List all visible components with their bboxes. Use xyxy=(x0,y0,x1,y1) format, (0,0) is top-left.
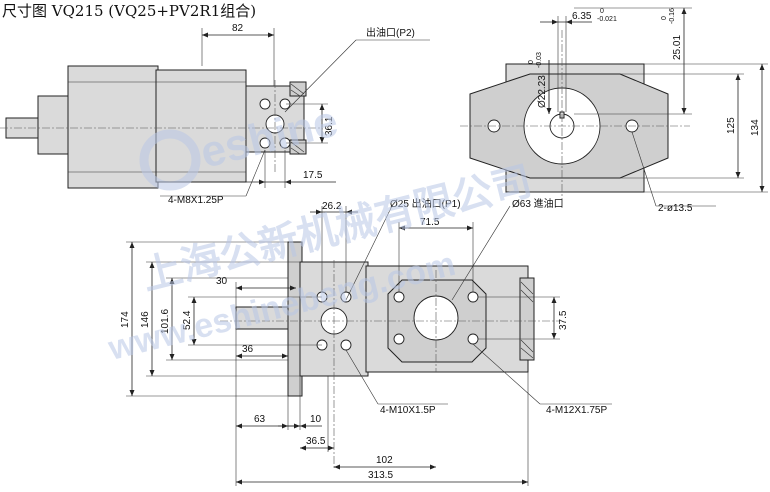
bolt-hole xyxy=(340,339,352,351)
dim-36-5: 36.5 xyxy=(306,436,326,447)
dim-52-4: 52.4 xyxy=(182,310,193,330)
dim-313-5: 313.5 xyxy=(368,470,393,481)
dim-10: 10 xyxy=(310,414,322,425)
bottom-endcap xyxy=(519,277,535,361)
label-bolt-m8: 4-M8X1.25P xyxy=(168,195,224,206)
bolt-hole xyxy=(259,98,271,110)
top-side-view: 82 36.1 17.5 出油口(P2) 4-M8X1.25P xyxy=(0,23,430,206)
dim-37-5: 37.5 xyxy=(558,310,569,330)
dim-25-01: 25.01 xyxy=(672,35,683,60)
dim-82: 82 xyxy=(232,23,244,34)
dim-125: 125 xyxy=(726,117,737,134)
shaft-collar xyxy=(37,95,71,155)
tol-25-01-lower: -0.16 xyxy=(669,8,676,24)
dim-6-35: 6.35 xyxy=(572,11,592,22)
label-holes-2: 2-ø13.5 xyxy=(658,203,693,214)
dim-101-6: 101.6 xyxy=(160,309,171,334)
watermark-logo-icon xyxy=(139,129,201,191)
label-inlet: Ø63 進油口 xyxy=(512,197,564,210)
bottom-plan-view: 174 146 101.6 52.4 30 36 26.2 xyxy=(120,197,612,486)
bolt-hole xyxy=(393,333,405,345)
tol-22-23-lower: -0.03 xyxy=(536,52,543,68)
dim-36: 36 xyxy=(242,344,254,355)
dim-30: 30 xyxy=(216,276,228,287)
top-front-view: 6.35 0 -0.021 Ø22.23 0 -0.03 25.01 0 -0.… xyxy=(460,7,768,214)
tol-25-01-upper: 0 xyxy=(661,16,668,20)
dim-102: 102 xyxy=(376,455,393,466)
bolt-hole xyxy=(467,291,479,303)
label-outlet-p2: 出油口(P2) xyxy=(366,26,415,39)
tol-6-35-upper: 0 xyxy=(600,8,604,15)
label-outlet-p1: Ø25 出油口(P1) xyxy=(390,197,461,210)
label-bolt-m10: 4-M10X1.5P xyxy=(380,405,436,416)
dim-36-1: 36.1 xyxy=(324,116,335,136)
dim-71-5: 71.5 xyxy=(420,217,440,228)
dim-d22-23: Ø22.23 xyxy=(537,75,548,108)
bolt-hole xyxy=(467,333,479,345)
page-title: 尺寸图 VQ215 (VQ25+PV2R1组合) xyxy=(2,2,257,20)
dim-174: 174 xyxy=(120,311,131,328)
dim-134: 134 xyxy=(750,119,761,136)
bolt-hole xyxy=(259,137,271,149)
dim-26-2: 26.2 xyxy=(322,201,342,212)
label-bolt-m12: 4-M12X1.75P xyxy=(546,405,607,416)
dim-17-5: 17.5 xyxy=(303,170,323,181)
tol-6-35-lower: -0.021 xyxy=(597,16,617,23)
dim-146: 146 xyxy=(140,311,151,328)
dim-63: 63 xyxy=(254,414,266,425)
tol-22-23-upper: 0 xyxy=(528,60,535,64)
